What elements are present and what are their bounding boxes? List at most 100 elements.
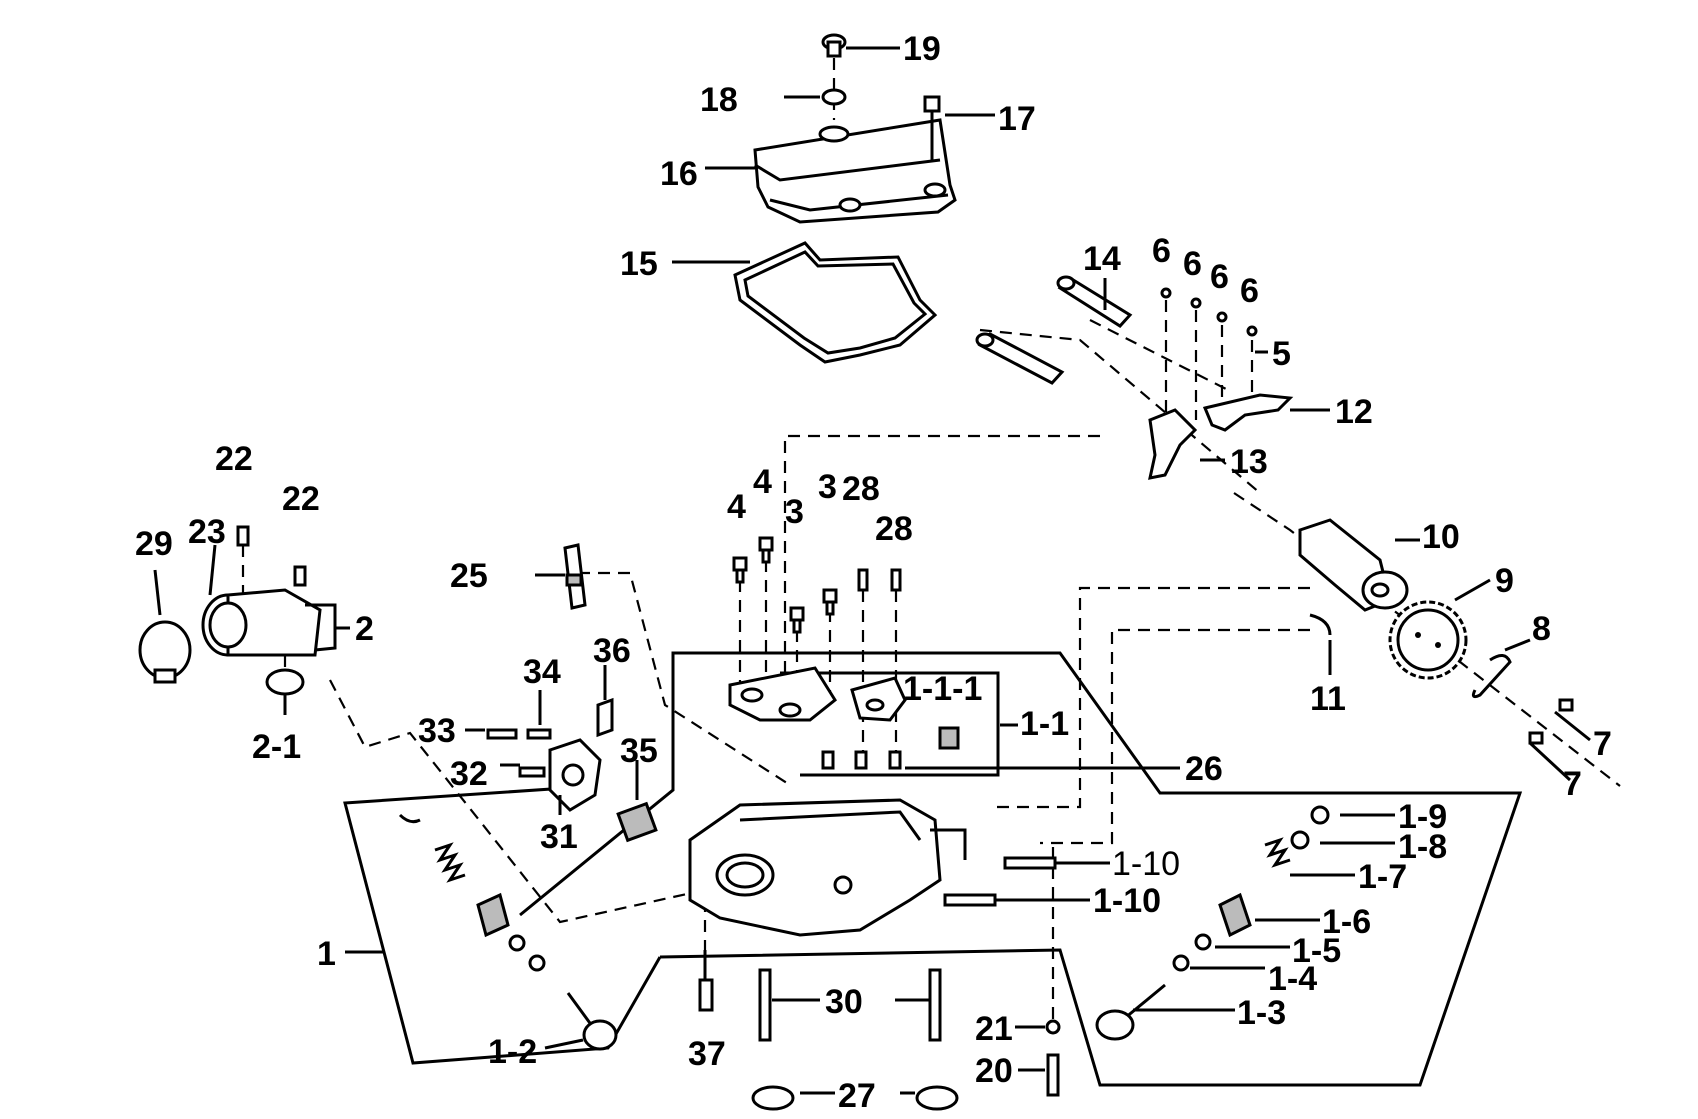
- callout-35: 35: [620, 732, 658, 770]
- valve-assembly-outline-right: [659, 651, 1523, 1087]
- cap-27-left: [751, 1085, 795, 1111]
- callout-30: 30: [825, 983, 863, 1021]
- washer-21: [1045, 1019, 1061, 1035]
- valve-retainer-right: [1290, 830, 1310, 850]
- breather-valve: [923, 95, 941, 160]
- callout-36: 36: [593, 632, 631, 670]
- bolt-4b: [758, 536, 774, 564]
- valve-seat-left: [528, 954, 546, 972]
- sprocket-plate: [1471, 654, 1512, 699]
- bolt-4a: [732, 556, 748, 584]
- callout-32: 32: [450, 755, 488, 793]
- cam-holder: [728, 666, 907, 722]
- callout-8: 8: [1532, 610, 1551, 648]
- bolt-3b: [822, 588, 838, 616]
- callout-10: 10: [1422, 518, 1460, 556]
- cover-gasket-inner: [743, 250, 928, 355]
- dash-cam-bearing: [1040, 628, 1310, 845]
- callout-18: 18: [700, 81, 738, 119]
- callout-6-a: 6: [1152, 232, 1171, 270]
- callout-21: 21: [975, 1010, 1013, 1048]
- callout-2-1: 2-1: [252, 728, 301, 766]
- callout-20: 20: [975, 1052, 1013, 1090]
- bolt-20: [1046, 1053, 1060, 1097]
- callout-1-2: 1-2: [488, 1033, 537, 1071]
- spark-plug: [563, 543, 587, 610]
- callout-22-a: 22: [215, 440, 253, 478]
- thermostat-housing: [548, 738, 602, 812]
- callout-1: 1: [317, 935, 336, 973]
- callout-13: 13: [1230, 443, 1268, 481]
- callout-1-10-b: 1-10: [1093, 882, 1161, 920]
- head-frame-left: [519, 720, 675, 917]
- valve-guide-a: [1003, 856, 1057, 870]
- cam-holder-outline: [780, 671, 1000, 777]
- sprocket-bolt-a: [1558, 698, 1574, 712]
- valve-seat-right: [1172, 954, 1190, 972]
- valve-spring-outer-right: [1264, 837, 1291, 868]
- intake-oring: [265, 668, 305, 696]
- callout-26: 26: [1185, 750, 1223, 788]
- callout-1-4: 1-4: [1268, 960, 1317, 998]
- callout-31: 31: [540, 818, 578, 856]
- callout-1-1-1: 1-1-1: [903, 670, 982, 708]
- dash-rocker-to-head: [783, 434, 1100, 705]
- dash-camshaft-axis: [1233, 492, 1621, 787]
- callout-1-10-a: 1-10: [1112, 845, 1180, 883]
- callout-1-3: 1-3: [1237, 994, 1286, 1032]
- cam-clip: [1309, 613, 1332, 636]
- callout-12: 12: [1335, 393, 1373, 431]
- callout-6-c: 6: [1210, 258, 1229, 296]
- valve-seal-right: [1194, 933, 1212, 951]
- dowel-pin-c: [888, 750, 902, 770]
- callout-6-d: 6: [1240, 272, 1259, 310]
- callout-37: 37: [688, 1035, 726, 1073]
- valve-keeper-left: [398, 813, 421, 824]
- cam-sprocket: [1388, 600, 1468, 680]
- callout-15: 15: [620, 245, 658, 283]
- housing-bolt-32: [518, 766, 546, 778]
- callout-1-9: 1-9: [1398, 798, 1447, 836]
- cylinder-head: [688, 798, 942, 937]
- rocker-arm-intake: [1148, 408, 1198, 480]
- callout-29: 29: [135, 525, 173, 563]
- callout-4-a: 4: [727, 488, 746, 526]
- rocker-arm-exhaust: [1202, 393, 1294, 432]
- bolt-28b: [890, 568, 902, 592]
- intake-bolt-a: [236, 525, 250, 547]
- callout-1-8: 1-8: [1398, 828, 1447, 866]
- callout-1-1: 1-1: [1020, 705, 1069, 743]
- callout-17: 17: [998, 100, 1036, 138]
- stud-right: [928, 968, 942, 1042]
- housing-bolt-33: [486, 728, 518, 740]
- callout-33: 33: [418, 712, 456, 750]
- valve-assembly-outline-left: [343, 786, 662, 1065]
- rocker-shaft-upper: [1056, 275, 1133, 328]
- dash-intake: [329, 679, 706, 924]
- intake-bolt-b: [293, 565, 307, 587]
- seal-6a: [1160, 287, 1172, 299]
- callout-4-b: 4: [753, 463, 772, 501]
- bolt-3a: [789, 606, 805, 634]
- cover-bolt: [821, 33, 847, 58]
- dash-cam-guide: [990, 586, 1310, 809]
- temperature-sensor: [596, 697, 614, 738]
- cap-27-right: [915, 1085, 959, 1111]
- callout-28-b: 28: [875, 510, 913, 548]
- callout-1-7: 1-7: [1358, 858, 1407, 896]
- callout-1-6: 1-6: [1322, 903, 1371, 941]
- callout-7-b: 7: [1563, 765, 1582, 803]
- sprocket-bolt-b: [1528, 731, 1544, 745]
- rocker-shaft-lower: [975, 332, 1065, 385]
- housing-bolt-34: [526, 728, 552, 740]
- dowel-pin-b: [854, 750, 868, 770]
- cam-holder-spring: [938, 726, 960, 750]
- valve-keeper-right: [1310, 805, 1330, 825]
- cover-washer: [821, 88, 847, 106]
- callout-16: 16: [660, 155, 698, 193]
- dash-shaft-axis: [979, 328, 1261, 494]
- seal-6b: [1190, 297, 1202, 309]
- intake-pipe: [201, 588, 322, 657]
- valve-right: [1095, 983, 1166, 1041]
